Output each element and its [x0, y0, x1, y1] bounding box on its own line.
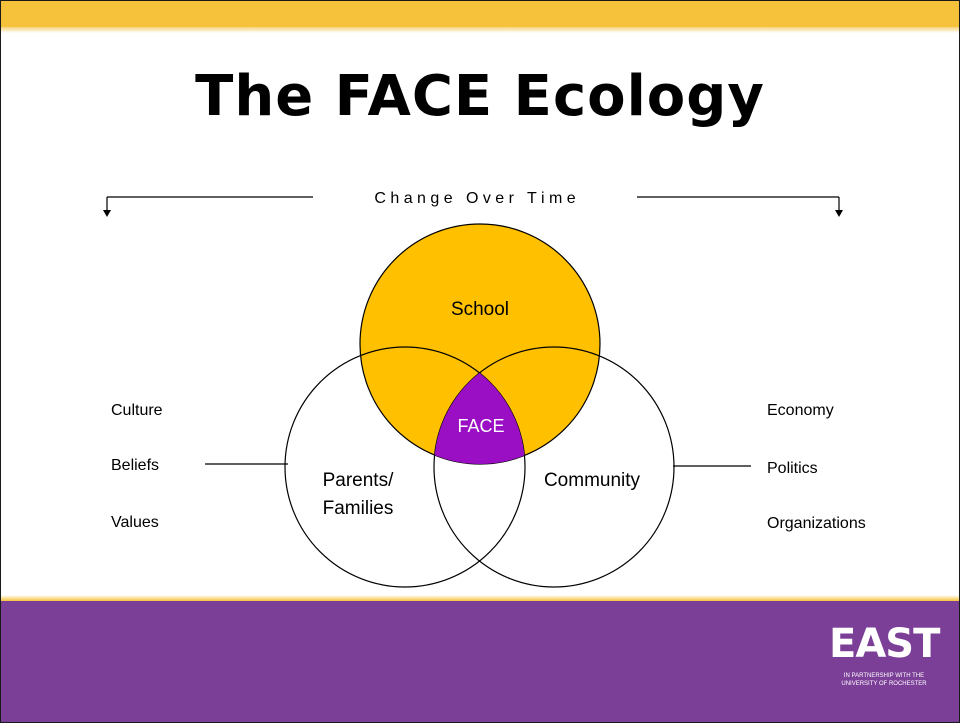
slide-title: The FACE Ecology [195, 64, 765, 129]
top-accent-bar [1, 1, 959, 27]
bottom-accent-gradient [1, 595, 959, 601]
left-factor-values: Values [111, 514, 159, 531]
community-circle [433, 346, 675, 588]
top-accent-gradient [1, 27, 959, 33]
parents-label: Parents/ [323, 470, 394, 491]
east-logo: EAST IN PARTNERSHIP WITH THE UNIVERSITY … [829, 621, 940, 704]
left-factor-culture: Culture [111, 402, 163, 419]
community-label: Community [544, 470, 641, 491]
timeline-arrow-left-icon [103, 210, 111, 217]
families-label: Families [323, 498, 394, 519]
timeline-label: C h a n g e O v e r T i m e [374, 190, 575, 207]
left-factor-beliefs: Beliefs [111, 457, 159, 474]
right-factor-politics: Politics [767, 460, 818, 477]
bottom-purple-band [1, 601, 959, 722]
face-intersection [434, 347, 525, 464]
school-label: School [451, 299, 509, 320]
right-factor-organizations: Organizations [767, 515, 866, 532]
face-ecology-diagram: C h a n g e O v e r T i m e School FACE … [103, 190, 866, 588]
timeline-arrow-right-icon [835, 210, 843, 217]
logo-wordmark: EAST [829, 621, 940, 667]
parents-families-circle [284, 346, 526, 588]
right-factor-economy: Economy [767, 402, 834, 419]
face-label: FACE [457, 416, 504, 436]
logo-caption: IN PARTNERSHIP WITH THE UNIVERSITY OF RO… [841, 673, 927, 687]
timeline-bracket [106, 196, 840, 211]
